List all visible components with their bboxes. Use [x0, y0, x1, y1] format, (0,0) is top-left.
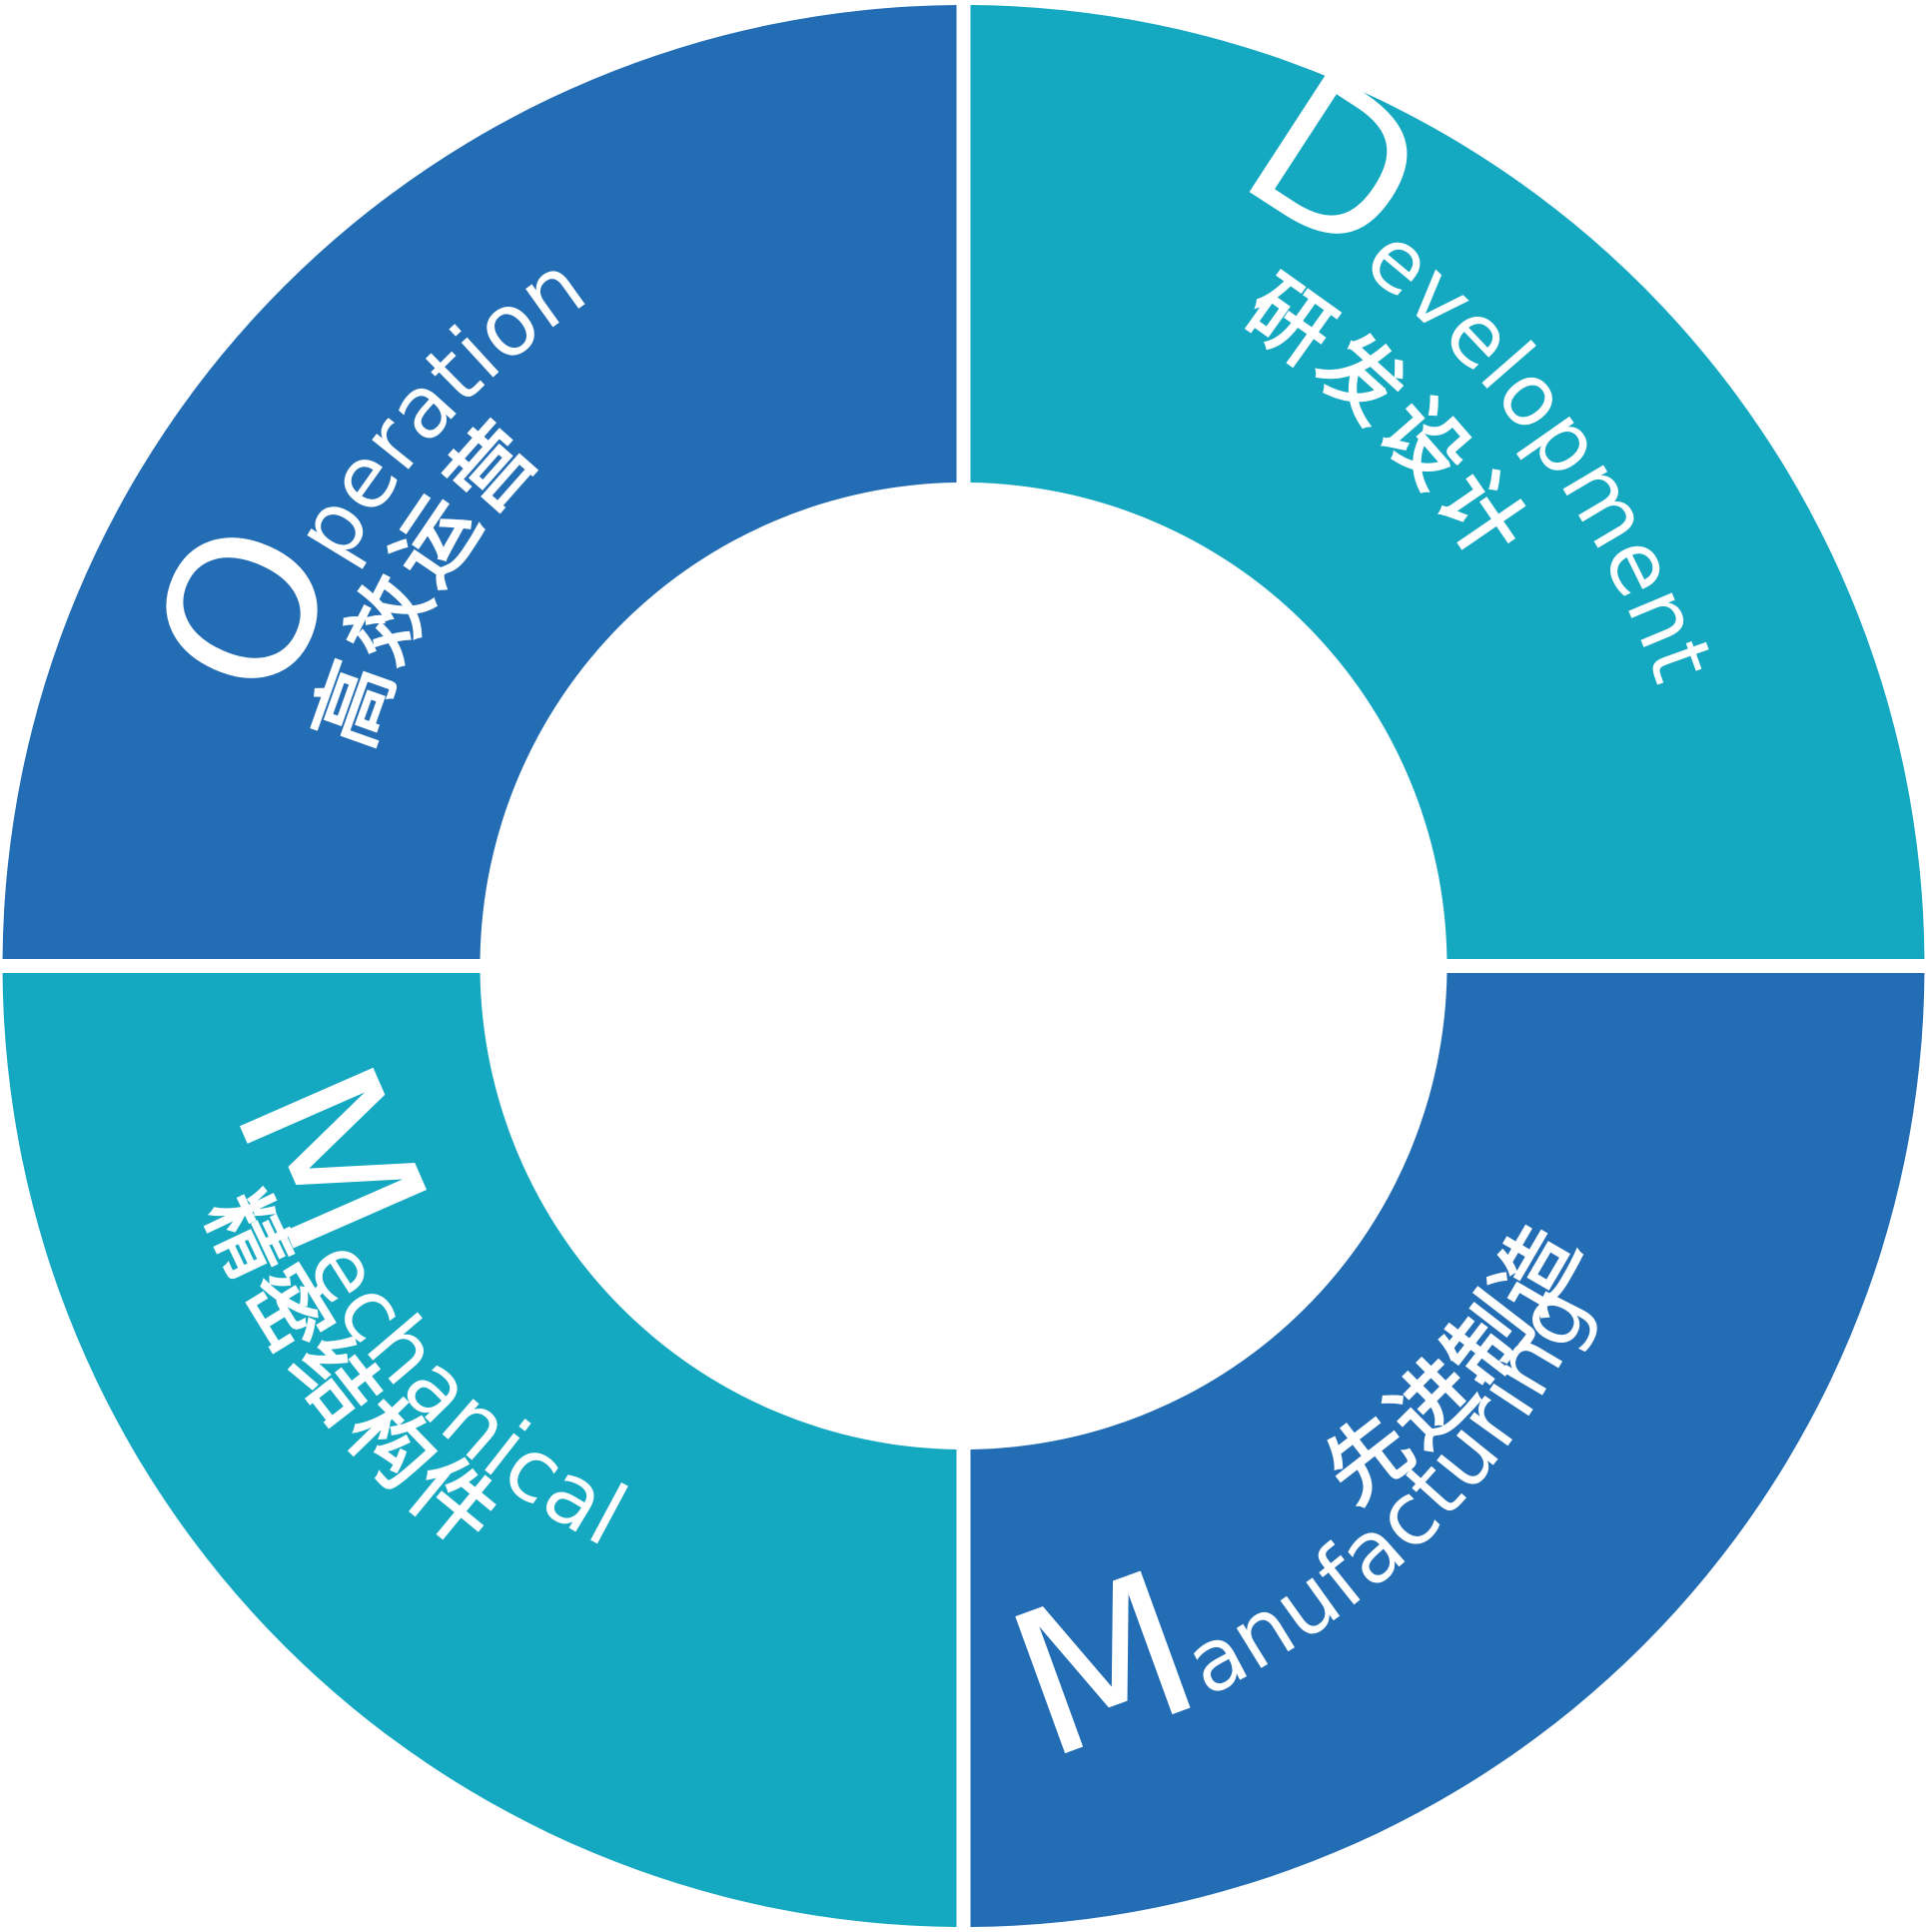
- segment-development-label: Development 研发设计: [1207, 26, 1731, 694]
- ring-segment-mechanical: [2, 973, 957, 1927]
- ring-segment-development: [970, 5, 1925, 960]
- ring-segment-operation: [2, 5, 957, 960]
- ring-segment-manufacturing: [970, 973, 1925, 1927]
